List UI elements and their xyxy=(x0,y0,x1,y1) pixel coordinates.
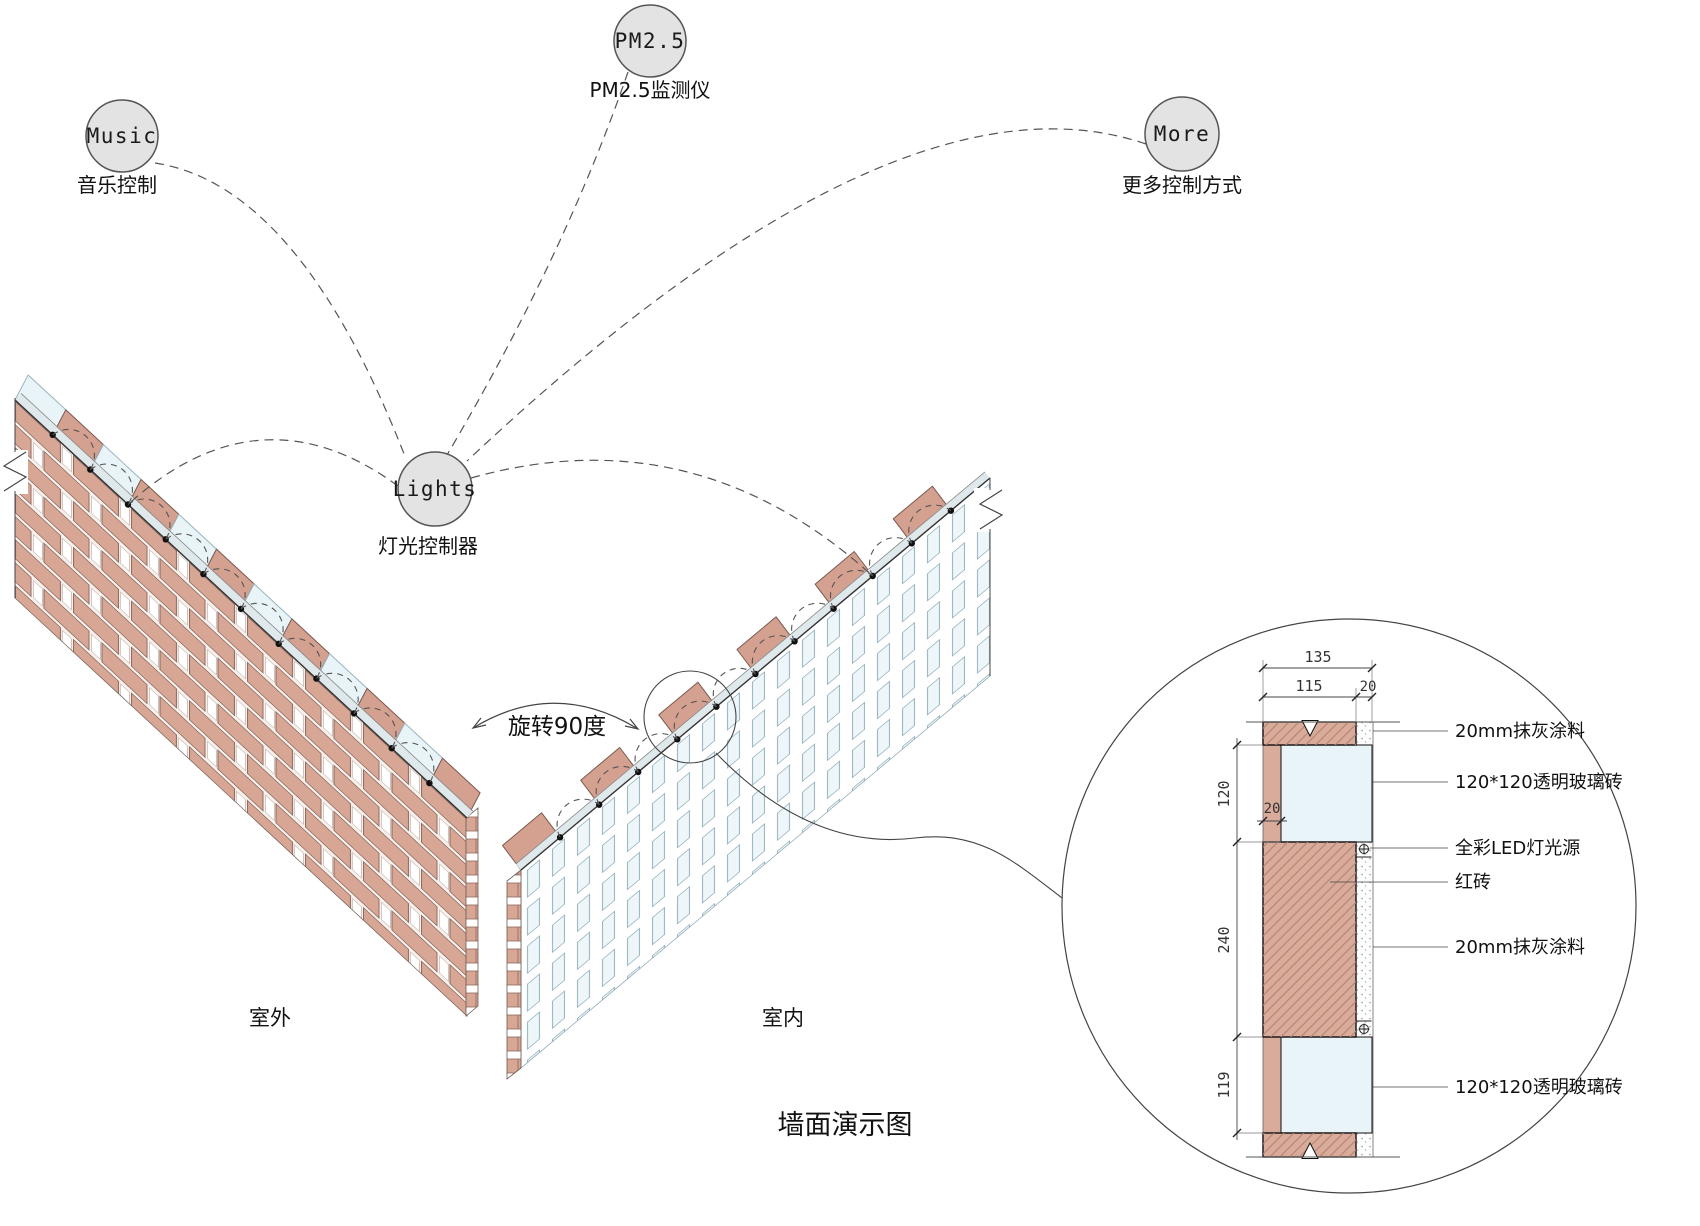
outdoor-wall xyxy=(0,374,481,1017)
lights-node-caption: 灯光控制器 xyxy=(378,534,478,558)
material-label: 红砖 xyxy=(1455,872,1491,893)
detail-dims-left: 120 240 119 xyxy=(1215,738,1281,1140)
music-node-caption: 音乐控制 xyxy=(77,173,157,197)
indoor-wall-top-strip xyxy=(515,471,990,870)
music-node-circle xyxy=(85,99,159,173)
detail-dim-inner: 20 xyxy=(1257,801,1287,826)
music-node-label: Music xyxy=(87,124,158,148)
more-node-circle xyxy=(1144,96,1220,172)
more-node-label: More xyxy=(1154,122,1211,146)
pm25-node-label: PM2.5 xyxy=(615,29,686,53)
node-pm25: PM2.5 PM2.5监测仪 xyxy=(589,4,711,102)
outdoor-wall-caps xyxy=(14,374,481,819)
pm25-node-caption: PM2.5监测仪 xyxy=(589,78,710,102)
outdoor-label: 室外 xyxy=(249,1006,291,1030)
break-mask xyxy=(0,450,28,494)
outdoor-hop-arcs xyxy=(52,428,435,784)
node-more: More 更多控制方式 xyxy=(1122,96,1242,197)
rotation-annotation: 旋转90度 xyxy=(471,702,640,740)
dim-119: 119 xyxy=(1215,1071,1233,1098)
arrow-left-icon xyxy=(471,717,487,729)
glass-brick-upper xyxy=(1280,744,1373,843)
more-node-caption: 更多控制方式 xyxy=(1122,173,1242,197)
dim-120: 120 xyxy=(1215,780,1233,807)
indoor-hop-arcs xyxy=(556,504,952,838)
diagram-title: 墙面演示图 xyxy=(778,1110,913,1141)
outdoor-wall-end-face xyxy=(465,807,479,1017)
break-notch-icon xyxy=(1301,1141,1319,1159)
material-label: 全彩LED灯光源 xyxy=(1455,838,1580,859)
indoor-wall-caps xyxy=(502,485,952,871)
indoor-wall xyxy=(502,471,1004,1080)
dim-20-top: 20 xyxy=(1360,679,1377,695)
dim-135: 135 xyxy=(1304,648,1331,666)
material-label: 120*120透明玻璃砖 xyxy=(1455,772,1623,793)
break-symbol-icon xyxy=(978,489,1004,530)
control-links xyxy=(127,71,1147,577)
link-more-lights xyxy=(466,128,1147,462)
outdoor-wall-top-outer-line xyxy=(20,393,474,812)
detail-view: 135 115 20 120 240 119 20 xyxy=(1061,618,1637,1194)
link-lights-outdoor-wall xyxy=(127,439,399,505)
dim-115: 115 xyxy=(1295,677,1322,695)
break-notch-icon xyxy=(1301,720,1319,738)
material-label: 20mm抹灰涂料 xyxy=(1455,721,1585,742)
glass-brick-lower xyxy=(1280,1036,1373,1134)
red-brick-hatch xyxy=(1263,842,1356,1037)
detail-labels: 20mm抹灰涂料 120*120透明玻璃砖 全彩LED灯光源 红砖 20mm抹灰… xyxy=(1330,721,1623,1098)
node-music: Music 音乐控制 xyxy=(77,99,159,197)
mortar-strip-lower xyxy=(1262,1036,1282,1134)
lights-node-circle xyxy=(397,451,473,527)
outdoor-wall-top-strip xyxy=(15,393,473,818)
mortar-strip-upper xyxy=(1262,744,1282,843)
break-mask xyxy=(974,488,1004,532)
node-lights: Lights 灯光控制器 xyxy=(378,451,478,558)
rotation-label: 旋转90度 xyxy=(508,714,606,740)
link-lights-indoor-wall xyxy=(470,459,874,577)
break-symbol-icon xyxy=(2,451,28,492)
arrow-right-icon xyxy=(624,718,640,730)
link-music-lights xyxy=(154,162,407,460)
link-pm25-lights xyxy=(446,71,629,456)
led-symbol-bottom-icon xyxy=(1356,1020,1372,1035)
pm25-node-circle xyxy=(613,4,687,78)
dim-240: 240 xyxy=(1215,926,1233,953)
callout-curve xyxy=(715,752,1063,899)
led-symbol-top-icon xyxy=(1356,843,1372,858)
material-label: 20mm抹灰涂料 xyxy=(1455,937,1585,958)
material-label: 120*120透明玻璃砖 xyxy=(1455,1077,1623,1098)
rotation-arc xyxy=(472,702,639,730)
callout-circle xyxy=(643,670,737,764)
indoor-wall-top-outer-line xyxy=(515,471,986,865)
indoor-label: 室内 xyxy=(762,1006,804,1030)
indoor-wall-end-face xyxy=(506,869,522,1080)
detail-dims-top: 135 115 20 xyxy=(1258,648,1377,722)
dim-20-inner: 20 xyxy=(1264,801,1281,817)
lights-node-label: Lights xyxy=(393,477,478,501)
